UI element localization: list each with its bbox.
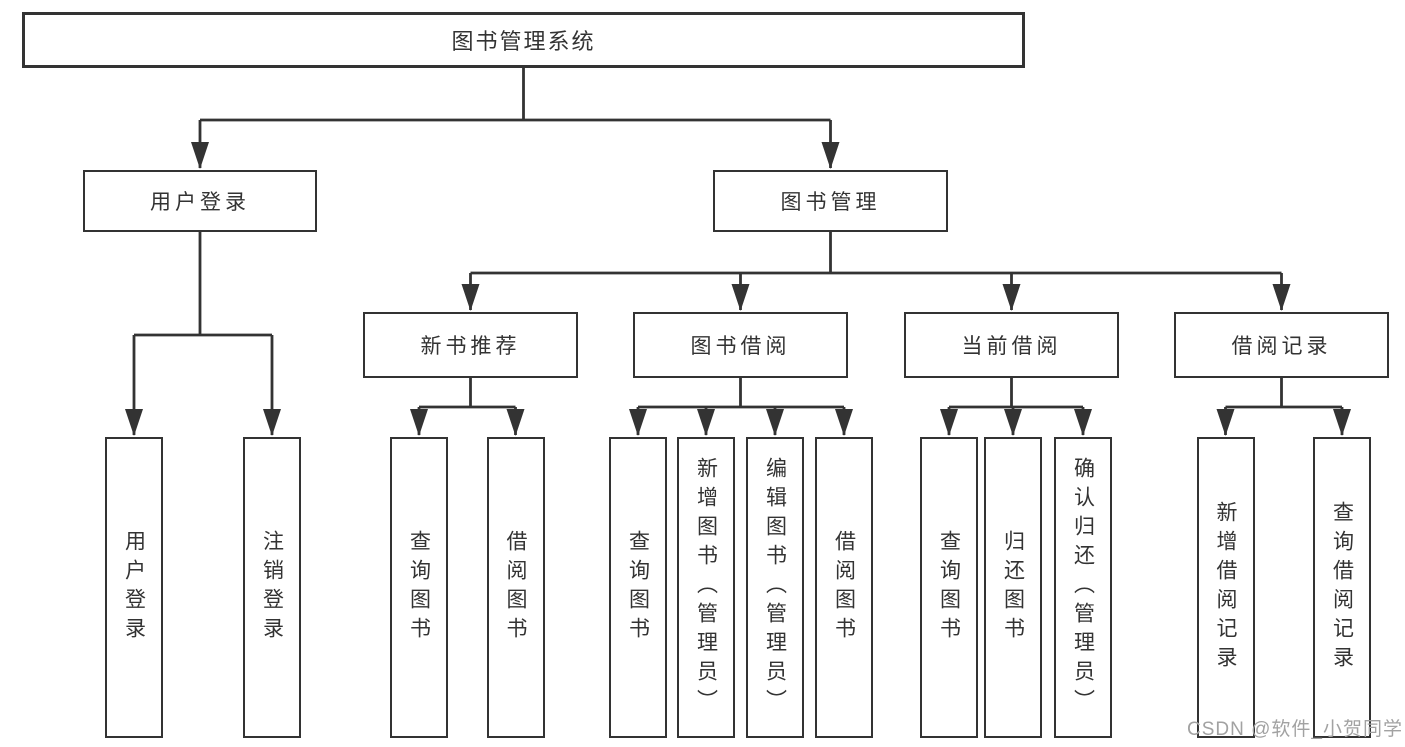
leaf-user-login: 用户登录: [105, 437, 163, 738]
node-label: 图书管理系统: [451, 29, 596, 54]
node-user-login: 用户登录: [83, 170, 317, 232]
leaf-add-borrowing-record: 新增借阅记录: [1196, 437, 1255, 738]
node-label: 图书管理: [780, 191, 881, 214]
leaf-label: 借阅图书: [832, 529, 856, 646]
leaf-query-books-recommend: 查询图书: [390, 437, 448, 738]
leaf-query-books-borrowing: 查询图书: [609, 437, 667, 738]
leaf-label: 查询借阅记录: [1330, 500, 1354, 675]
node-current-borrowing: 当前借阅: [904, 312, 1119, 378]
leaf-add-book-admin: 新增图书（管理员）: [677, 437, 735, 738]
leaf-label: 用户登录: [122, 529, 146, 646]
leaf-label: 借阅图书: [504, 529, 527, 646]
node-label: 借阅记录: [1231, 335, 1332, 358]
leaf-confirm-return-admin: 确认归还（管理员）: [1054, 437, 1112, 738]
leaf-borrow-books-borrowing: 借阅图书: [815, 437, 873, 738]
leaf-label: 编辑图书（管理员）: [763, 457, 787, 718]
node-label: 用户登录: [150, 191, 250, 214]
node-label: 图书借阅: [690, 335, 791, 358]
leaf-logout: 注销登录: [243, 437, 301, 738]
csdn-watermark: CSDN @软件_小贺同学: [1187, 719, 1403, 740]
node-label: 当前借阅: [961, 335, 1062, 358]
leaf-label: 新增图书（管理员）: [694, 457, 718, 718]
node-library-management-system: 图书管理系统: [22, 12, 1025, 68]
leaf-label: 查询图书: [626, 529, 650, 646]
leaf-query-books-current: 查询图书: [920, 437, 978, 738]
leaf-label: 查询图书: [937, 529, 961, 646]
leaf-label: 归还图书: [1001, 529, 1025, 646]
leaf-label: 注销登录: [260, 529, 284, 646]
leaf-label: 查询图书: [407, 529, 431, 646]
leaf-query-borrowing-record: 查询借阅记录: [1313, 437, 1371, 738]
node-book-borrowing: 图书借阅: [633, 312, 848, 378]
node-borrowing-records: 借阅记录: [1174, 312, 1389, 378]
leaf-label: 新增借阅记录: [1214, 500, 1237, 675]
leaf-edit-book-admin: 编辑图书（管理员）: [746, 437, 804, 738]
node-new-book-recommendation: 新书推荐: [363, 312, 578, 378]
leaf-label: 确认归还（管理员）: [1071, 457, 1095, 718]
node-label: 新书推荐: [420, 335, 521, 358]
leaf-borrow-books-recommend: 借阅图书: [486, 437, 545, 738]
node-book-management: 图书管理: [713, 170, 948, 232]
leaf-return-books: 归还图书: [984, 437, 1042, 738]
